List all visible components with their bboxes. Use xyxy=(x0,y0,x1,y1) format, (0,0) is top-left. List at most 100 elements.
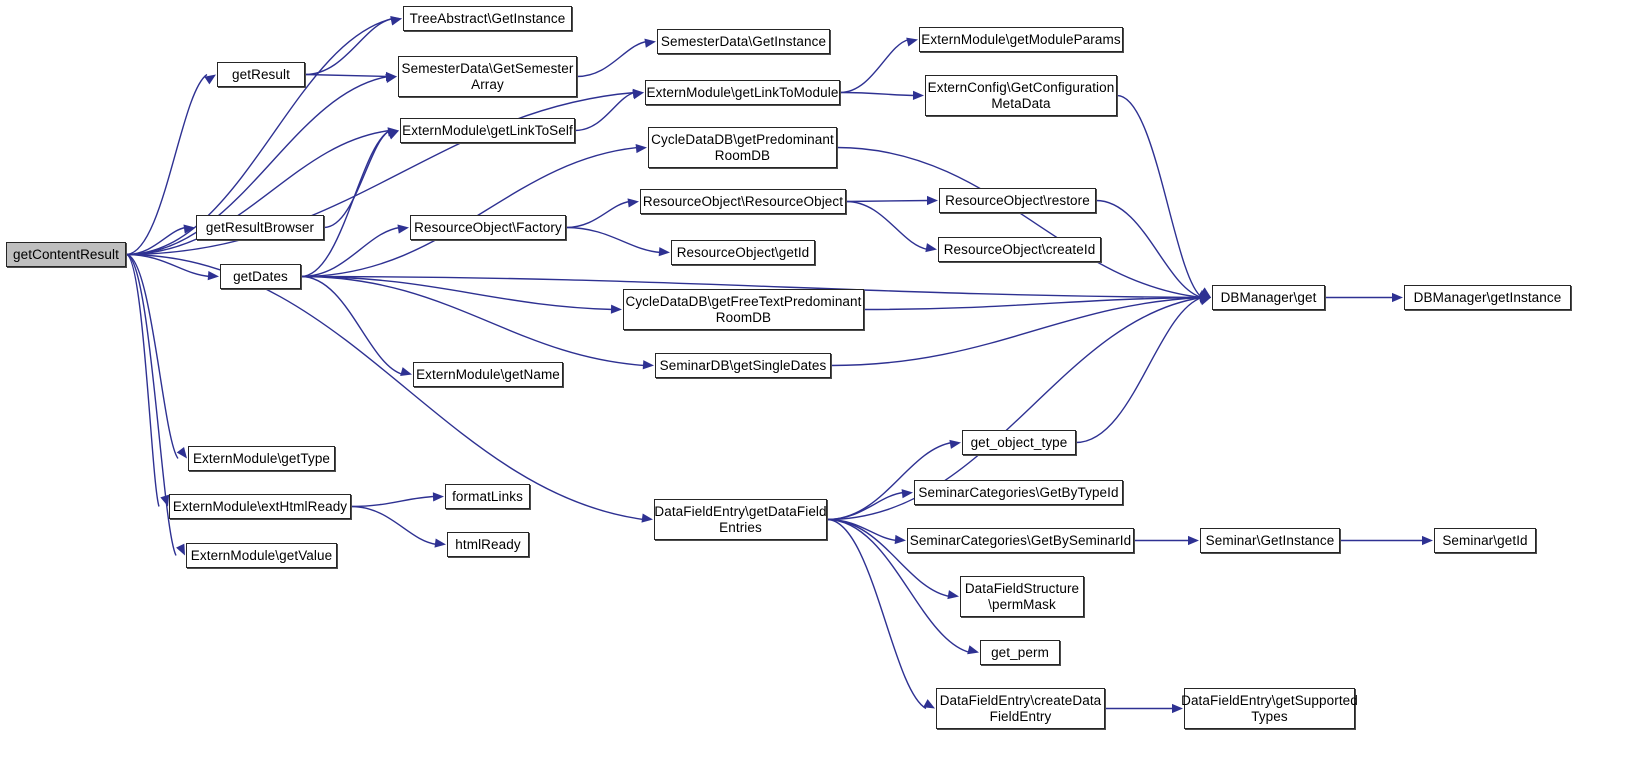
graph-node-datafieldentry-getsupportedtypes[interactable]: DataFieldEntry\getSupported Types xyxy=(1181,688,1358,729)
graph-node-semesterdata-getsemesterarray[interactable]: SemesterData\GetSemester Array xyxy=(398,56,577,97)
edge-datafieldentry-getdatafieldentries-to-seminarcategories-getbyseminarid xyxy=(826,518,898,542)
edge-arrowhead xyxy=(397,224,409,234)
edge-arrowhead xyxy=(387,130,399,140)
graph-node-resourceobject-getid[interactable]: ResourceObject\getId xyxy=(671,240,815,265)
edge-getresult-to-treeabstract-getinstance xyxy=(304,17,394,76)
edge-arrowhead xyxy=(906,37,918,47)
edge-get-object-type-to-dbmanager-get xyxy=(1075,296,1203,444)
edge-arrowhead xyxy=(387,127,399,137)
graph-node-seminarcategories-getbytypeid[interactable]: SeminarCategories\GetByTypeId xyxy=(914,480,1123,505)
graph-node-semesterdata-getinstance[interactable]: SemesterData\GetInstance xyxy=(657,29,830,54)
edge-arrowhead xyxy=(894,534,906,545)
edge-getcontentresult-to-externmodule-gettype xyxy=(125,253,179,459)
edge-arrowhead xyxy=(1199,287,1211,298)
edge-getcontentresult-to-externmodule-exthtmlready xyxy=(125,253,160,507)
edge-arrowhead xyxy=(1199,293,1211,303)
graph-node-datafieldentry-getdatafieldentries[interactable]: DataFieldEntry\getDataField Entries xyxy=(654,499,827,540)
edge-cycledatadb-getfreetextpredominantroomdb-to-dbmanager-get xyxy=(863,296,1203,311)
edge-arrowhead xyxy=(627,198,639,208)
graph-node-externmodule-getvalue[interactable]: ExternModule\getValue xyxy=(186,543,337,568)
edge-resourceobject-resourceobject-to-resourceobject-restore xyxy=(845,199,930,203)
edge-semesterdata-getsemesterarray-to-semesterdata-getinstance xyxy=(576,40,648,78)
edge-arrowhead xyxy=(386,71,397,82)
edge-getresult-to-semesterdata-getsemesterarray xyxy=(304,73,389,78)
graph-node-externconfig-getconfigurationmetadata[interactable]: ExternConfig\GetConfiguration MetaData xyxy=(925,75,1117,116)
graph-node-dbmanager-getinstance[interactable]: DBManager\getInstance xyxy=(1404,285,1571,310)
graph-node-externmodule-exthtmlready[interactable]: ExternModule\extHtmlReady xyxy=(169,494,351,519)
edge-resourceobject-restore-to-dbmanager-get xyxy=(1095,199,1203,299)
edge-arrowhead xyxy=(387,130,399,140)
edge-arrowhead xyxy=(183,224,195,234)
graph-node-formatlinks[interactable]: formatLinks xyxy=(445,484,530,509)
edge-getdates-to-cycledatadb-getpredominantroomdb xyxy=(300,146,639,278)
edge-arrowhead xyxy=(1188,535,1199,546)
edge-arrowhead xyxy=(610,304,622,314)
edge-getdates-to-cycledatadb-getfreetextpredominantroomdb xyxy=(300,275,614,311)
edge-datafieldentry-getdatafieldentries-to-seminarcategories-getbytypeid xyxy=(826,491,905,521)
graph-node-externmodule-getlinktomodule[interactable]: ExternModule\getLinkToModule xyxy=(645,80,840,105)
edge-arrowhead xyxy=(1199,291,1211,301)
edge-getcontentresult-to-getdates xyxy=(125,253,211,278)
edge-arrowhead xyxy=(635,144,647,154)
graph-node-seminar-getid[interactable]: Seminar\getId xyxy=(1434,528,1536,553)
edge-getdates-to-externmodule-getname xyxy=(300,275,404,376)
graph-node-getcontentresult[interactable]: getContentResult xyxy=(6,242,126,267)
edge-getresultbrowser-to-externmodule-getlinktoself xyxy=(323,129,391,229)
edge-getcontentresult-to-datafieldentry-getdatafieldentries xyxy=(125,253,645,521)
edge-arrowhead xyxy=(632,88,644,98)
edge-arrowhead xyxy=(204,74,216,85)
edge-externmodule-getlinktomodule-to-externconfig-getconfigurationmetadata xyxy=(839,91,916,97)
edge-arrowhead xyxy=(967,645,979,655)
graph-node-dbmanager-get[interactable]: DBManager\get xyxy=(1212,285,1325,310)
edge-externmodule-exthtmlready-to-htmlready xyxy=(350,505,438,546)
edge-arrowhead xyxy=(1199,292,1211,303)
graph-node-treeabstract-getinstance[interactable]: TreeAbstract\GetInstance xyxy=(403,6,572,31)
edge-arrowhead xyxy=(1199,294,1211,304)
graph-node-seminar-getinstance[interactable]: Seminar\GetInstance xyxy=(1200,528,1340,553)
edge-arrowhead xyxy=(925,243,937,253)
edge-arrowhead xyxy=(400,367,412,376)
graph-node-getresult[interactable]: getResult xyxy=(217,62,305,87)
edge-arrowhead xyxy=(642,360,654,370)
edge-arrowhead xyxy=(632,90,644,100)
edge-cycledatadb-getpredominantroomdb-to-dbmanager-get xyxy=(836,146,1203,299)
edge-arrowhead xyxy=(644,38,656,48)
graph-node-datafieldentry-createdatafieldentry[interactable]: DataFieldEntry\createData FieldEntry xyxy=(936,688,1105,729)
edge-getdates-to-seminardb-getsingledates xyxy=(300,275,646,367)
graph-node-cycledatadb-getpredominantroomdb[interactable]: CycleDataDB\getPredominant RoomDB xyxy=(648,127,837,168)
edge-arrowhead xyxy=(207,271,219,281)
edge-arrowhead xyxy=(434,538,446,548)
graph-node-seminarcategories-getbyseminarid[interactable]: SeminarCategories\GetBySeminarId xyxy=(907,528,1134,553)
edge-resourceobject-factory-to-resourceobject-getid xyxy=(565,226,662,254)
graph-node-resourceobject-resourceobject[interactable]: ResourceObject\ResourceObject xyxy=(640,189,846,214)
edge-arrowhead xyxy=(947,590,959,600)
graph-node-externmodule-gettype[interactable]: ExternModule\getType xyxy=(188,446,335,471)
edge-arrowhead xyxy=(1422,535,1433,546)
edge-arrowhead xyxy=(160,494,170,507)
graph-node-cycledatadb-getfreetextpredominantroomdb[interactable]: CycleDataDB\getFreeTextPredominant RoomD… xyxy=(623,289,864,330)
graph-node-getdates[interactable]: getDates xyxy=(220,264,301,289)
graph-node-get-object-type[interactable]: get_object_type xyxy=(962,430,1076,455)
edge-externmodule-getlinktomodule-to-externmodule-getmoduleparams xyxy=(839,38,910,94)
graph-node-externmodule-getmoduleparams[interactable]: ExternModule\getModuleParams xyxy=(919,27,1123,52)
graph-node-datafieldstructure-permmask[interactable]: DataFieldStructure \permMask xyxy=(960,576,1084,617)
graph-node-resourceobject-createid[interactable]: ResourceObject\createId xyxy=(938,237,1101,262)
edge-arrowhead xyxy=(1199,293,1211,303)
edge-arrowhead xyxy=(641,513,653,523)
graph-node-resourceobject-factory[interactable]: ResourceObject\Factory xyxy=(410,215,566,240)
graph-node-get-perm[interactable]: get_perm xyxy=(980,640,1060,665)
graph-node-seminardb-getsingledates[interactable]: SeminarDB\getSingleDates xyxy=(655,353,831,378)
edge-arrowhead xyxy=(390,16,402,26)
edge-arrowhead xyxy=(658,247,670,257)
edge-getcontentresult-to-getresult xyxy=(125,73,208,256)
edge-arrowhead xyxy=(912,90,924,100)
graph-node-externmodule-getlinktoself[interactable]: ExternModule\getLinkToSelf xyxy=(400,118,575,143)
edge-arrowhead xyxy=(927,195,938,206)
graph-node-getresultbrowser[interactable]: getResultBrowser xyxy=(196,215,324,240)
graph-node-externmodule-getname[interactable]: ExternModule\getName xyxy=(413,362,563,387)
graph-node-htmlready[interactable]: htmlReady xyxy=(447,532,529,557)
graph-node-resourceobject-restore[interactable]: ResourceObject\restore xyxy=(939,188,1096,213)
edge-arrowhead xyxy=(901,489,913,499)
